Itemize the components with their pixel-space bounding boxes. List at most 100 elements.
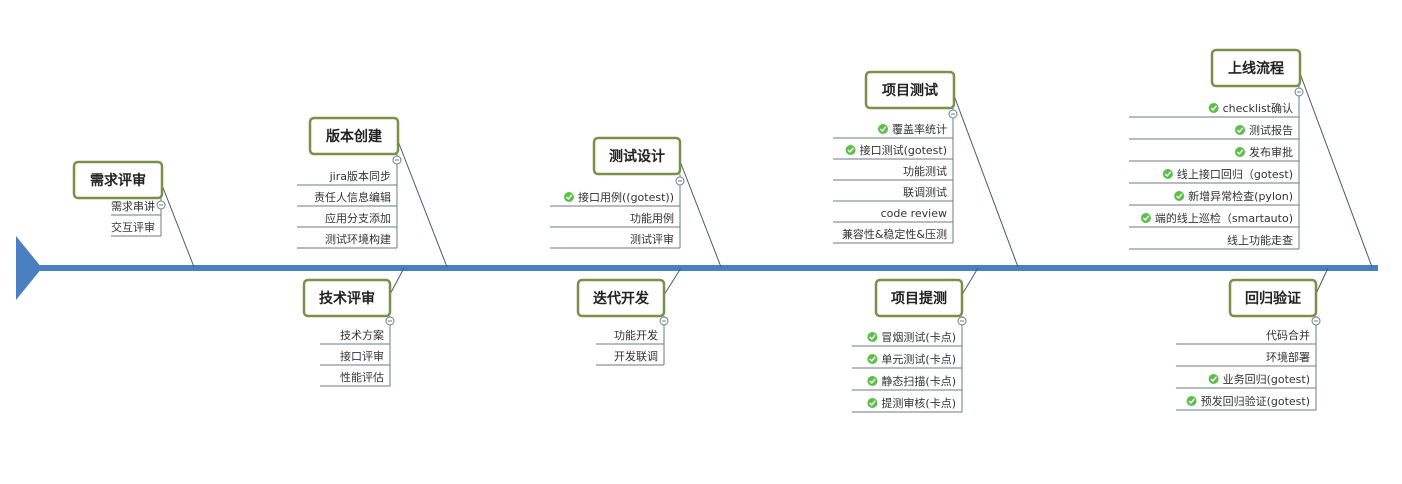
list-item[interactable]: 兼容性&稳定性&压测 <box>833 227 953 244</box>
category-box[interactable] <box>302 278 392 318</box>
item-label: 端的线上巡检（smartauto) <box>1155 211 1293 225</box>
list-item[interactable]: 端的线上巡检（smartauto) <box>1129 211 1299 228</box>
item-label: code review <box>881 207 947 220</box>
item-label: 功能用例 <box>630 211 674 225</box>
item-label: 测试评审 <box>630 232 674 246</box>
bone-line <box>1297 67 1373 268</box>
list-item[interactable]: 单元测试(卡点) <box>852 353 962 369</box>
item-label: 冒烟测试(卡点) <box>881 330 956 344</box>
category-title: 版本创建 <box>326 128 382 145</box>
list-item[interactable]: 需求串讲 <box>111 199 161 216</box>
list-item[interactable]: 冒烟测试(卡点) <box>852 330 962 347</box>
check-icon <box>1186 396 1197 406</box>
list-item[interactable]: 静态扫描(卡点) <box>852 374 962 391</box>
list-item[interactable]: 新增异常检查(pylon) <box>1129 189 1299 206</box>
list-item[interactable]: 测试评审 <box>550 232 680 249</box>
list-item[interactable]: code review <box>833 207 953 223</box>
category-box[interactable] <box>874 278 964 318</box>
item-label: 业务回归(gotest) <box>1223 372 1310 386</box>
category-box[interactable] <box>1228 278 1318 318</box>
item-label: 责任人信息编辑 <box>314 190 391 204</box>
item-label: 代码合并 <box>1266 328 1310 342</box>
item-label: 功能开发 <box>614 328 658 342</box>
category-title: 需求评审 <box>90 172 146 189</box>
list-item[interactable]: 技术方案 <box>320 328 390 345</box>
list-item[interactable]: 接口测试(gotest) <box>833 144 953 160</box>
list-item[interactable]: 预发回归验证(gotest) <box>1176 394 1316 411</box>
bone-line <box>395 135 448 268</box>
item-label: 需求串讲 <box>111 199 155 213</box>
check-icon <box>1235 147 1245 157</box>
category-title: 回归验证 <box>1245 290 1301 307</box>
category-box[interactable] <box>864 70 956 110</box>
list-item[interactable]: 环境部署 <box>1176 350 1316 367</box>
category-title: 项目测试 <box>882 82 938 99</box>
item-label: 测试报告 <box>1249 123 1293 137</box>
item-label: jira版本同步 <box>329 169 391 183</box>
list-item[interactable]: 接口用例((gotest)) <box>550 190 680 207</box>
category-box[interactable] <box>592 136 682 176</box>
category-title: 测试设计 <box>609 148 665 165</box>
item-label: 发布审批 <box>1249 145 1293 159</box>
list-item[interactable]: 覆盖率统计 <box>833 122 953 139</box>
check-icon <box>867 354 878 364</box>
top-group-4: 上线流程checklist确认测试报告发布审批线上接口回归（gotest)新增异… <box>1129 48 1373 268</box>
item-label: 兼容性&稳定性&压测 <box>842 227 947 241</box>
list-item[interactable]: 交互评审 <box>111 220 161 237</box>
list-item[interactable]: 代码合并 <box>1176 328 1316 345</box>
category-box[interactable] <box>72 160 164 200</box>
list-item[interactable]: checklist确认 <box>1129 102 1299 118</box>
list-item[interactable]: 应用分支添加 <box>297 211 397 228</box>
check-icon <box>563 192 574 202</box>
item-label: 交互评审 <box>111 220 155 234</box>
item-label: 性能评估 <box>340 370 384 384</box>
list-item[interactable]: 提测审核(卡点) <box>852 396 962 413</box>
item-label: 静态扫描(卡点) <box>881 374 956 388</box>
category-box[interactable] <box>1210 48 1302 88</box>
category-title: 技术评审 <box>319 290 375 307</box>
item-label: 接口评审 <box>340 349 384 363</box>
list-item[interactable]: 测试报告 <box>1129 123 1299 140</box>
item-label: 开发联调 <box>614 349 658 363</box>
bone-line <box>159 179 195 268</box>
category-box[interactable] <box>308 116 400 156</box>
list-item[interactable]: 发布审批 <box>1129 145 1299 162</box>
item-label: 测试环境构建 <box>325 232 391 246</box>
item-label: 提测审核(卡点) <box>881 396 956 410</box>
item-label: 接口测试(gotest) <box>860 144 947 157</box>
list-item[interactable]: 性能评估 <box>320 370 390 387</box>
list-item[interactable]: 功能用例 <box>550 211 680 228</box>
check-icon <box>1174 191 1185 201</box>
item-label: 线上功能走查 <box>1227 233 1293 247</box>
list-item[interactable]: 测试环境构建 <box>297 232 397 249</box>
list-item[interactable]: 线上接口回归（gotest) <box>1129 167 1299 184</box>
item-label: 联调测试 <box>903 186 947 199</box>
list-item[interactable]: 接口评审 <box>320 349 390 366</box>
check-icon <box>845 145 856 155</box>
check-icon <box>1208 374 1219 384</box>
list-item[interactable]: 开发联调 <box>596 349 664 366</box>
bone-line <box>951 89 1019 268</box>
item-label: 新增异常检查(pylon) <box>1188 189 1293 203</box>
list-item[interactable]: 线上功能走查 <box>1129 233 1299 250</box>
check-icon <box>867 376 878 386</box>
check-icon <box>1235 125 1245 135</box>
bone-line <box>677 155 722 268</box>
category-title: 项目提测 <box>891 290 947 307</box>
check-icon <box>1162 169 1173 179</box>
list-item[interactable]: 功能测试 <box>833 164 953 181</box>
list-item[interactable]: 业务回归(gotest) <box>1176 372 1316 389</box>
list-item[interactable]: 联调测试 <box>833 186 953 202</box>
list-item[interactable]: 责任人信息编辑 <box>297 190 397 207</box>
list-item[interactable]: 功能开发 <box>596 328 664 345</box>
item-label: 预发回归验证(gotest) <box>1201 394 1310 408</box>
list-item[interactable]: jira版本同步 <box>297 169 397 186</box>
fish-head-arrow <box>16 236 42 300</box>
category-box[interactable] <box>576 278 666 318</box>
